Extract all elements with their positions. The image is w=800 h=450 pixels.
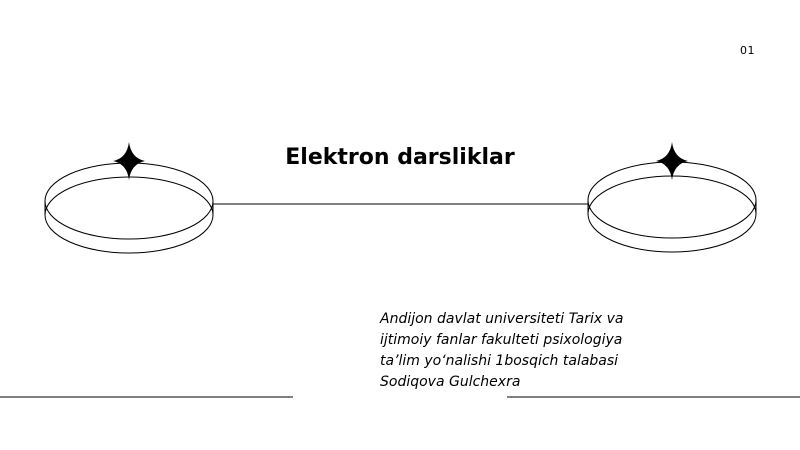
author-line: ijtimoiy fanlar fakulteti psixologiya (380, 332, 623, 348)
author-info: Andijon davlat universiteti Tarix va ijt… (380, 309, 680, 393)
slide-number: 01 (740, 44, 755, 57)
author-line: Andijon davlat universiteti Tarix va (380, 311, 624, 327)
slide-title: Elektron darsliklar (285, 145, 515, 170)
sparkle-star-icon (656, 142, 688, 180)
author-line: ta’lim yo‘nalishi 1bosqich talabasi (380, 353, 619, 369)
author-line: Sodiqova Gulchexra (380, 374, 521, 390)
sparkle-star-icon (113, 142, 145, 180)
